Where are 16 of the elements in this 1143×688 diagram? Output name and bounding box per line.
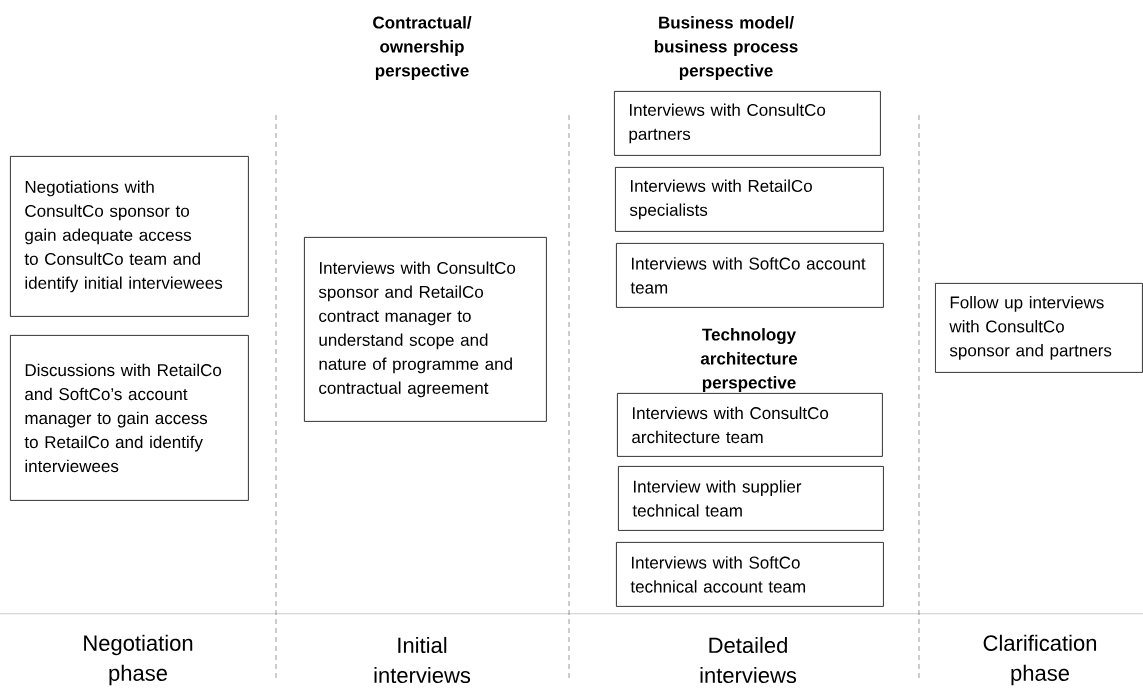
phase-label: Initial interviews	[374, 636, 471, 684]
text-box: Interviews with ConsultCo architecture team	[617, 393, 883, 457]
text-box: Interviews with SoftCo account team	[616, 243, 884, 308]
text-box: Discussions with RetailCo and SoftCo’s account manager to gain access to RetailCo and identify interviewees	[10, 335, 249, 501]
text-box: Interviews with SoftCo technical account team	[616, 542, 884, 607]
text-box: Follow up interviews with ConsultCo sponsor and partners	[935, 283, 1143, 373]
perspective-heading: Technology architecture perspective	[700, 328, 798, 392]
text-box: Negotiations with ConsultCo sponsor to gain adequate access to ConsultCo team and identify initial interviewees	[10, 156, 249, 317]
phase-label: Negotiation phase	[84, 634, 193, 686]
phase-label: Detailed interviews	[700, 636, 797, 684]
text-box: Interviews with ConsultCo partners	[614, 91, 881, 156]
text-box: Interviews with ConsultCo sponsor and RetailCo contract manager to understand scope and nature of programme and contractual agreement	[304, 237, 547, 422]
text-box: Interview with supplier technical team	[618, 466, 884, 531]
phase-label: Clarification phase	[983, 634, 1097, 686]
text-box: Interviews with RetailCo specialists	[615, 167, 884, 232]
perspective-heading: Contractual/ ownership perspective	[373, 16, 472, 80]
